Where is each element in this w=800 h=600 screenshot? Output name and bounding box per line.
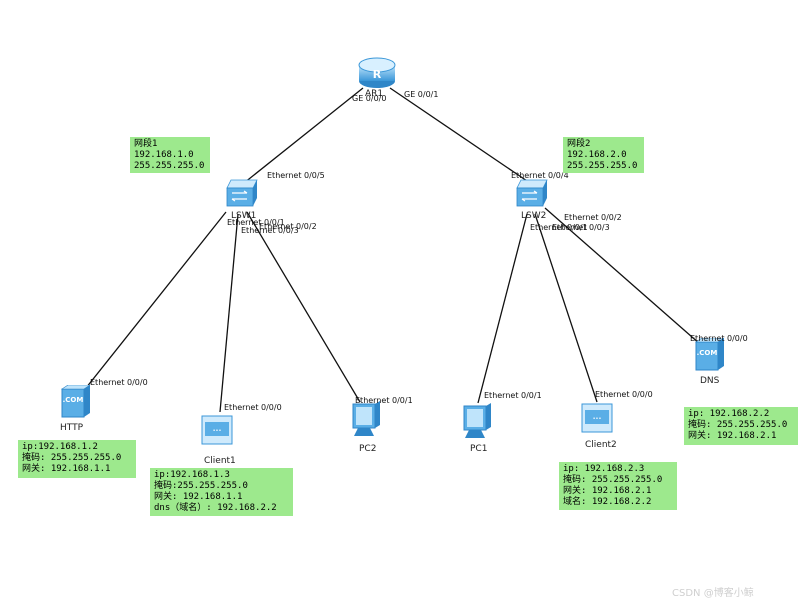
link-ar1-lsw2 <box>389 87 531 184</box>
watermark: CSDN @博客小鲸 <box>672 588 754 599</box>
port-label: Ethernet 0/0/5 <box>267 171 325 180</box>
port-label: Ethernet 0/0/3 <box>552 223 610 232</box>
note-line: 网关: 192.168.1.1 <box>154 492 243 502</box>
note-line: ip: 192.168.2.3 <box>563 464 645 474</box>
switch-icon[interactable] <box>515 178 549 208</box>
switch-label: LSW2 <box>521 211 547 221</box>
note-line: 掩码: 255.255.255.0 <box>688 420 788 430</box>
port-label: Ethernet 0/0/1 <box>227 218 285 227</box>
note-line: 网关: 192.168.2.1 <box>688 431 777 441</box>
link-lsw2-pc1 <box>477 213 528 404</box>
note-line: 网关: 192.168.2.1 <box>563 486 652 496</box>
port-label: Ethernet 0/0/1 <box>530 223 588 232</box>
switch-icon[interactable] <box>225 178 259 208</box>
port-label: Ethernet 0/0/0 <box>224 403 282 412</box>
note-line: 网段2 <box>567 139 591 149</box>
note-http: ip:192.168.1.2 掩码: 255.255.255.0 网关: 192… <box>18 440 136 478</box>
pc-icon[interactable] <box>461 402 493 442</box>
svg-text:R: R <box>373 68 382 81</box>
switch-label: LSW1 <box>231 211 257 221</box>
server-label: DNS <box>700 376 720 386</box>
note-line: 255.255.255.0 <box>134 161 205 171</box>
pc-label: PC2 <box>359 444 377 454</box>
server-icon[interactable]: .COM <box>60 384 91 419</box>
note-line: 掩码: 255.255.255.0 <box>563 475 663 485</box>
note-dns: ip: 192.168.2.2 掩码: 255.255.255.0 网关: 19… <box>684 407 798 445</box>
port-label: Ethernet 0/0/2 <box>259 222 317 231</box>
link-lsw1-pc2 <box>246 211 361 403</box>
note-segment-1: 网段1 192.168.1.0 255.255.255.0 <box>130 137 210 173</box>
note-line: 网关: 192.168.1.1 <box>22 464 111 474</box>
note-line: dns（域名）: 192.168.2.2 <box>154 503 277 513</box>
link-lsw2-client2 <box>534 213 598 403</box>
note-line: 掩码:255.255.255.0 <box>154 481 248 491</box>
note-line: 掩码: 255.255.255.0 <box>22 453 122 463</box>
port-label: Ethernet 0/0/1 <box>484 391 542 400</box>
port-label: Ethernet 0/0/2 <box>564 213 622 222</box>
pc-label: PC1 <box>470 444 488 454</box>
port-label: Ethernet 0/0/4 <box>511 171 569 180</box>
server-label: HTTP <box>60 423 84 433</box>
note-line: 255.255.255.0 <box>567 161 638 171</box>
note-line: ip:192.168.1.3 <box>154 470 230 480</box>
client-icon[interactable]: ••• <box>578 402 616 436</box>
note-line: 域名: 192.168.2.2 <box>563 497 652 507</box>
port-label: Ethernet 0/0/0 <box>690 334 748 343</box>
router-label: AR1 <box>365 89 384 99</box>
link-lsw1-client1 <box>219 213 239 413</box>
note-client2: ip: 192.168.2.3 掩码: 255.255.255.0 网关: 19… <box>559 462 677 510</box>
server-icon[interactable]: .COM <box>694 337 725 372</box>
client-icon[interactable]: ••• <box>198 414 236 448</box>
port-label: Ethernet 0/0/0 <box>595 390 653 399</box>
link-lsw2-dns <box>544 207 701 345</box>
svg-text:.COM: .COM <box>697 349 718 357</box>
port-label: GE 0/0/1 <box>404 90 439 99</box>
note-line: 192.168.2.0 <box>567 150 627 160</box>
link-lsw1-http <box>81 211 227 394</box>
note-client1: ip:192.168.1.3 掩码:255.255.255.0 网关: 192.… <box>150 468 293 516</box>
svg-text:.COM: .COM <box>63 396 84 404</box>
port-label: Ethernet 0/0/3 <box>241 226 299 235</box>
port-label: Ethernet 0/0/1 <box>355 396 413 405</box>
note-line: ip: 192.168.2.2 <box>688 409 770 419</box>
note-line: ip:192.168.1.2 <box>22 442 98 452</box>
svg-text:•••: ••• <box>593 416 602 422</box>
port-label: Ethernet 0/0/0 <box>90 378 148 387</box>
port-label: GE 0/0/0 <box>352 94 387 103</box>
link-ar1-lsw1 <box>243 87 364 184</box>
note-segment-2: 网段2 192.168.2.0 255.255.255.0 <box>563 137 644 173</box>
client-label: Client1 <box>204 456 236 466</box>
router-icon[interactable]: R <box>357 55 397 89</box>
client-label: Client2 <box>585 440 617 450</box>
pc-icon[interactable] <box>350 400 382 440</box>
note-line: 192.168.1.0 <box>134 150 194 160</box>
note-line: 网段1 <box>134 139 158 149</box>
svg-text:•••: ••• <box>213 428 222 434</box>
